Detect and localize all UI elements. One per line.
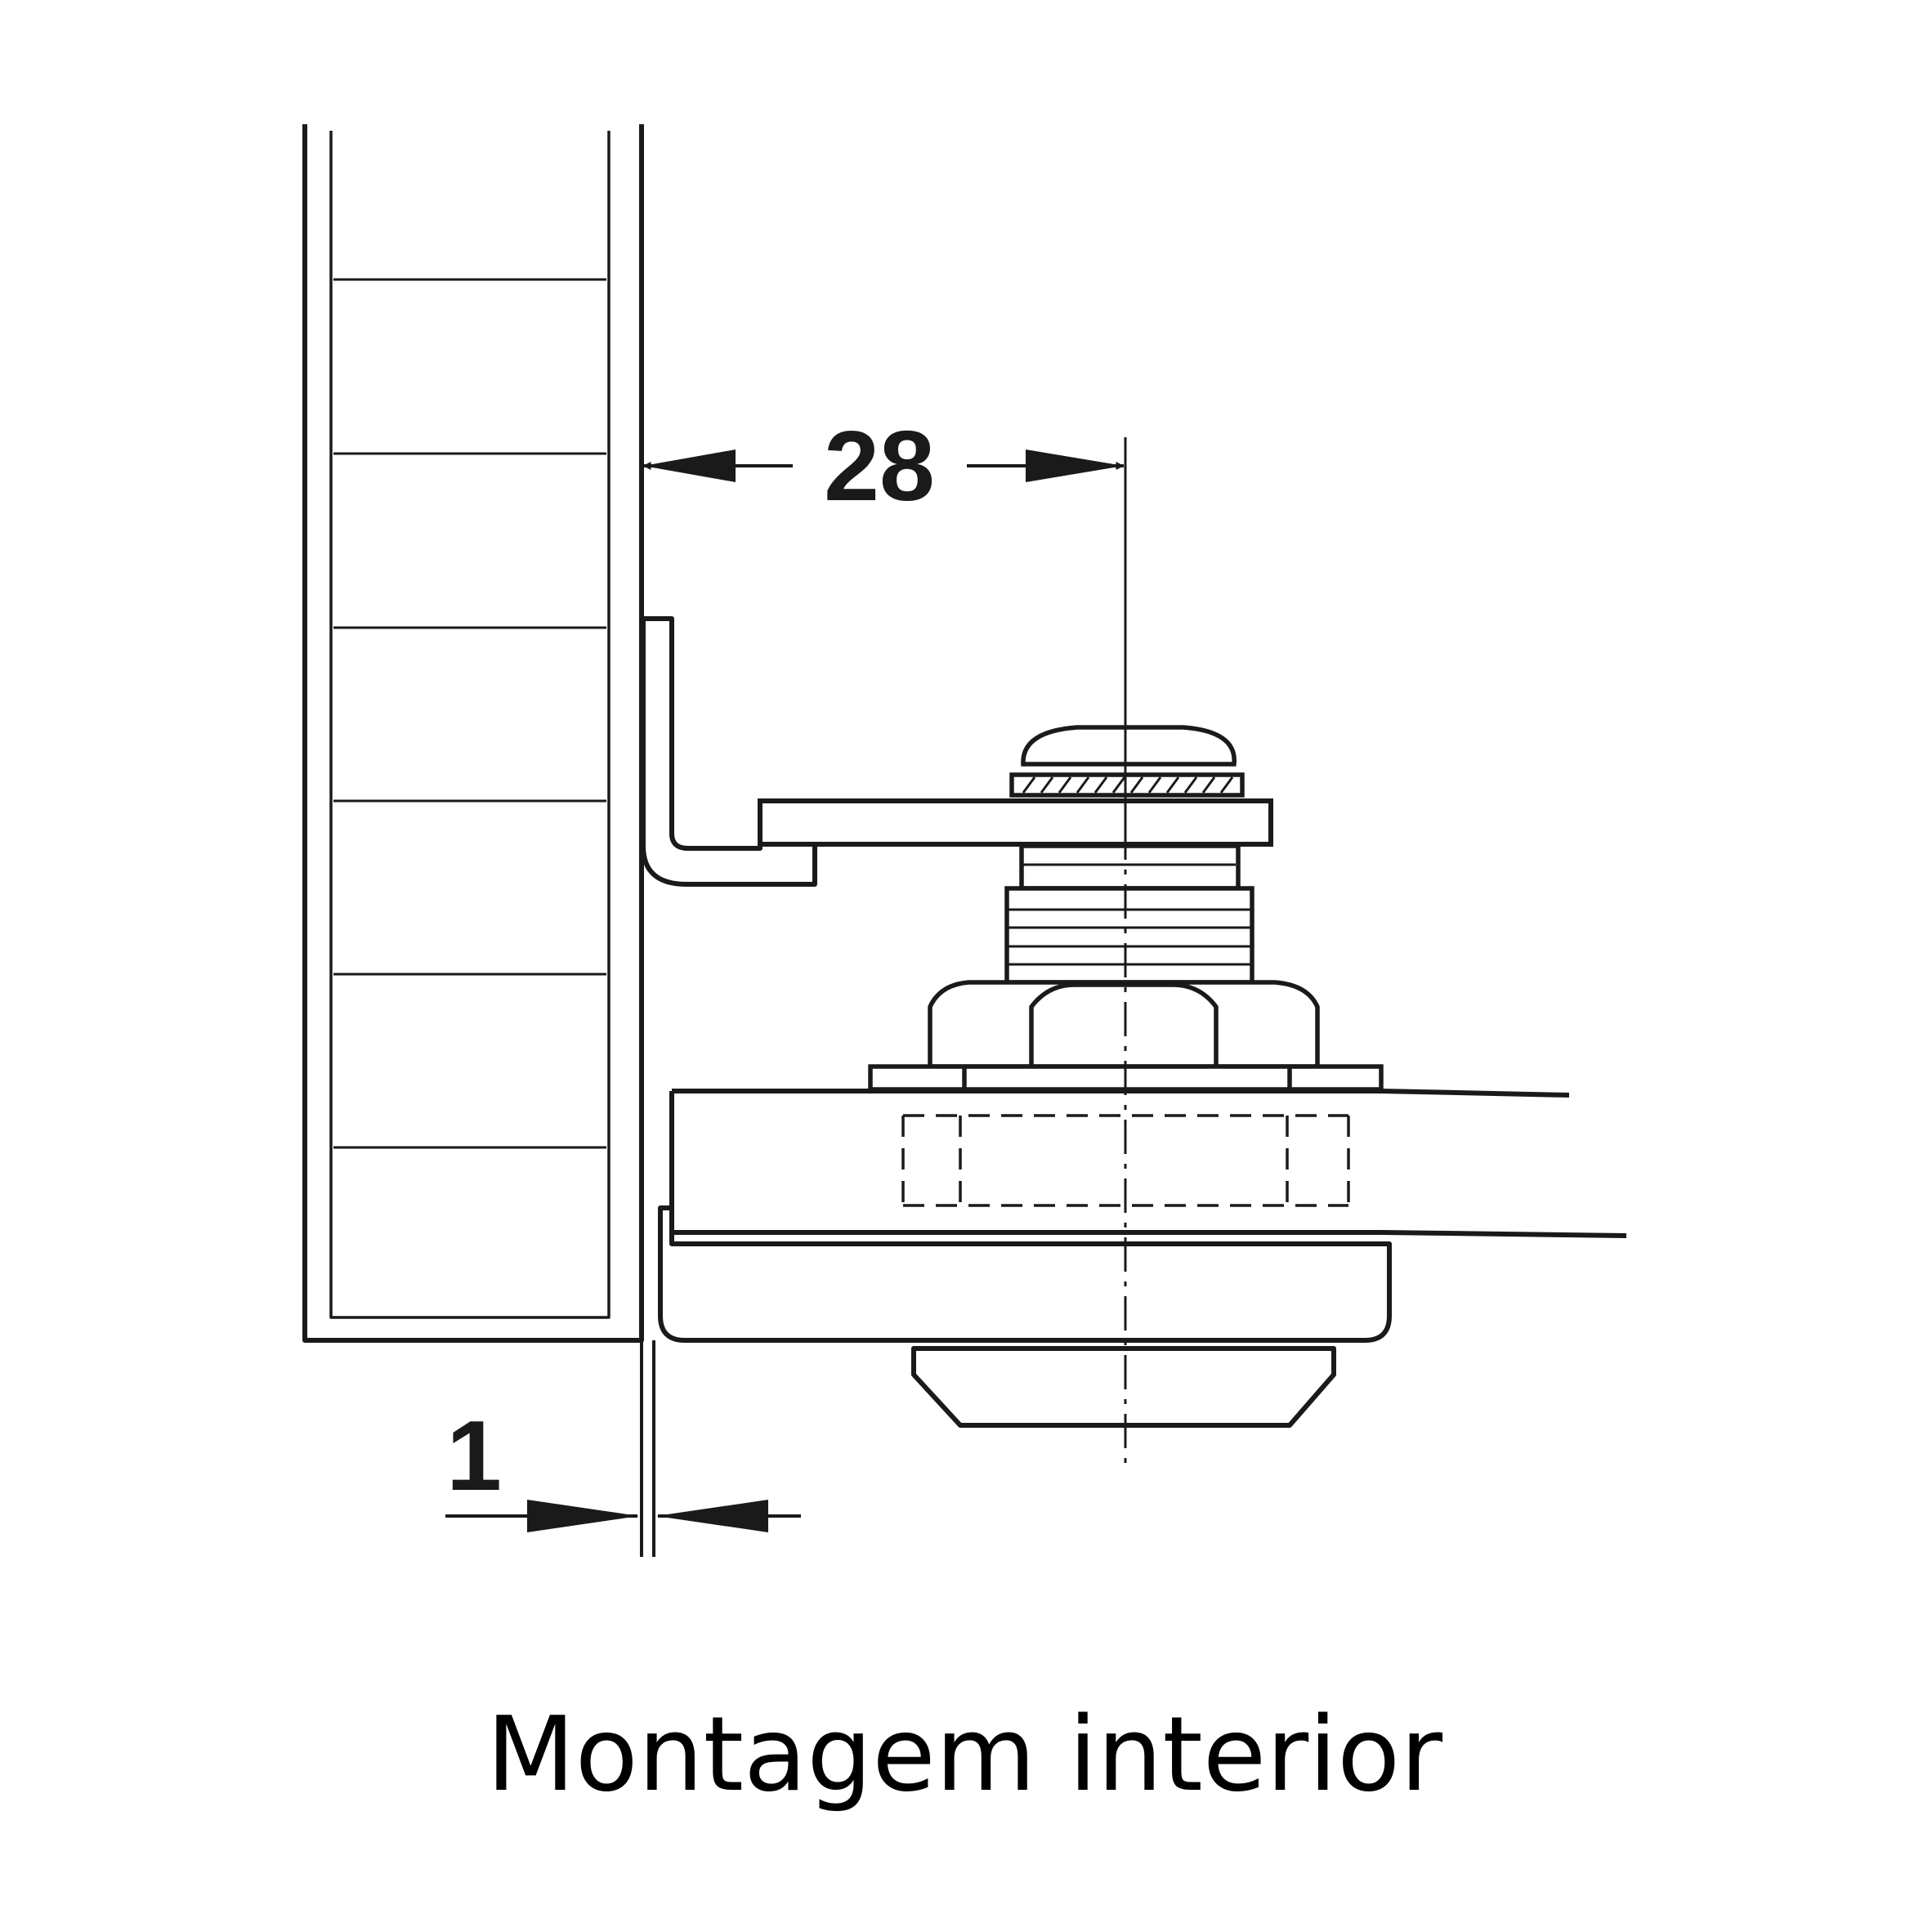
latch-head <box>1009 725 1245 798</box>
door-panel <box>669 1089 1627 1238</box>
hex-nut-center-face <box>1029 982 1219 1067</box>
dimension-28-arrowheads <box>643 449 1124 482</box>
cabinet-panel <box>302 124 644 1343</box>
hidden-lines <box>901 1114 1350 1207</box>
dimension-1-label: 1 <box>446 1400 502 1511</box>
hex-nut <box>928 980 1320 1069</box>
lock-housing <box>658 1205 1392 1428</box>
knurl-marks <box>1022 776 1234 794</box>
panel-inner-outline <box>329 131 610 1319</box>
lock-plate <box>758 798 1273 847</box>
thread-lines <box>1007 863 1252 966</box>
lock-cylinder-front <box>911 1346 1336 1428</box>
dimension-28-label: 28 <box>824 410 935 521</box>
thread-shank <box>1004 886 1254 985</box>
thread-collar <box>1019 843 1241 891</box>
panel-shelf-lines <box>333 278 606 1149</box>
dimension-1-arrowheads <box>527 1500 768 1532</box>
threaded-body <box>1004 843 1254 985</box>
caption: Montagem interior <box>486 1694 1442 1814</box>
panel-outer-outline <box>302 124 644 1343</box>
